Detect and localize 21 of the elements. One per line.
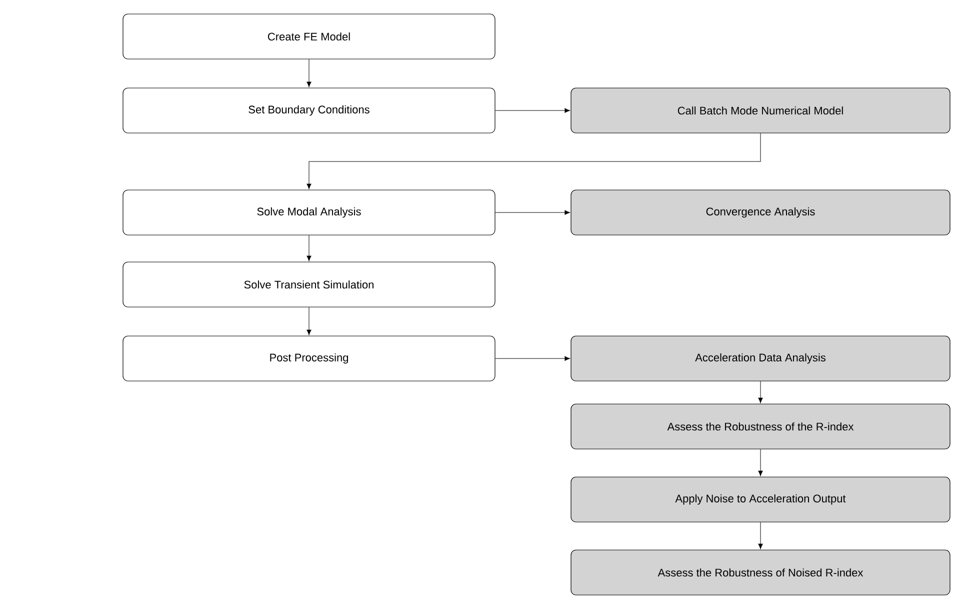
- arrow: [495, 108, 570, 113]
- process-box: Assess the Robustness of the R-index: [570, 404, 950, 450]
- process-box: Apply Noise to Acceleration Output: [570, 476, 950, 522]
- arrow: [306, 133, 761, 189]
- arrow: [306, 307, 312, 335]
- process-box: Set Boundary Conditions: [122, 88, 496, 134]
- arrow: [306, 59, 312, 87]
- arrow: [306, 235, 312, 262]
- process-box: Post Processing: [122, 336, 496, 382]
- process-box: Call Batch Mode Numerical Model: [570, 88, 950, 134]
- process-box: Solve Transient Simulation: [122, 262, 496, 308]
- process-box: Solve Modal Analysis: [122, 190, 496, 236]
- process-box: Acceleration Data Analysis: [570, 336, 950, 382]
- arrow: [758, 449, 763, 476]
- arrow: [758, 522, 763, 550]
- arrow: [495, 210, 570, 215]
- process-box: Convergence Analysis: [570, 190, 950, 236]
- arrow: [758, 381, 763, 403]
- process-box: Create FE Model: [122, 14, 496, 60]
- process-box: Assess the Robustness of Noised R-index: [570, 550, 950, 596]
- arrow: [495, 356, 570, 361]
